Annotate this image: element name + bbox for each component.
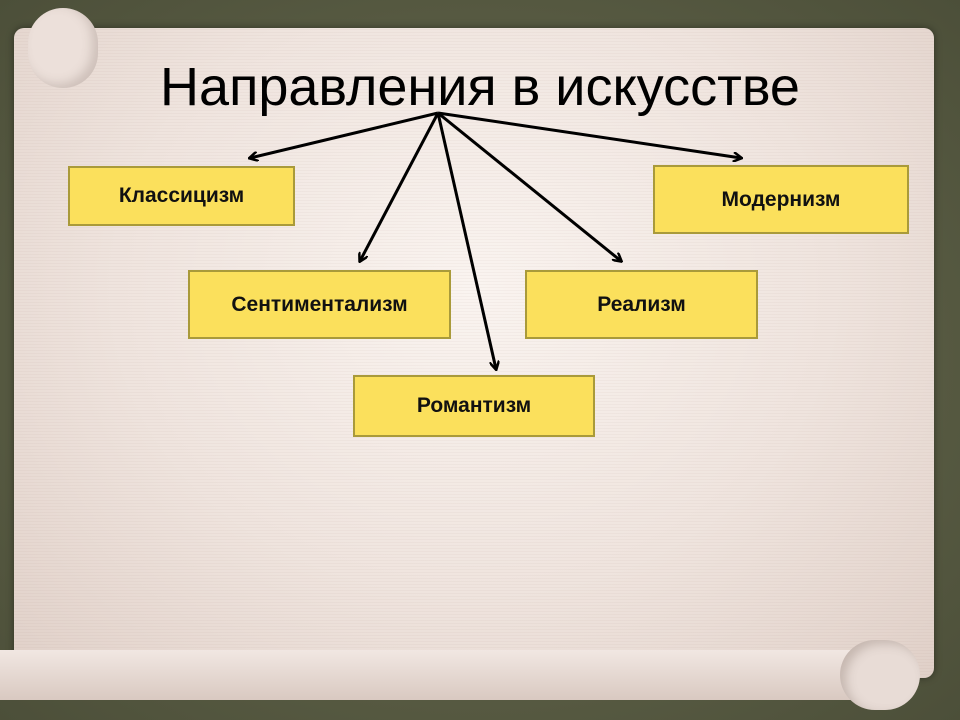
box-realism: Реализм bbox=[525, 270, 758, 339]
scroll-curl-top-left bbox=[28, 8, 98, 88]
parchment-scroll bbox=[14, 28, 934, 678]
scroll-curl-bottom-right bbox=[840, 640, 920, 710]
box-sentimentalism: Сентиментализм bbox=[188, 270, 451, 339]
box-modernism: Модернизм bbox=[653, 165, 909, 234]
arrow-to-classicism bbox=[250, 111, 439, 158]
arrow-to-realism bbox=[437, 111, 621, 261]
arrow-to-sentimentalism bbox=[360, 112, 440, 261]
arrow-to-modernism bbox=[437, 111, 741, 158]
slide-title: Направления в искусстве bbox=[160, 57, 800, 117]
box-romanticism: Романтизм bbox=[353, 375, 595, 437]
scroll-bottom-roll bbox=[0, 650, 900, 700]
arrow-to-romanticism bbox=[436, 112, 496, 369]
box-classicism: Классицизм bbox=[68, 166, 295, 226]
